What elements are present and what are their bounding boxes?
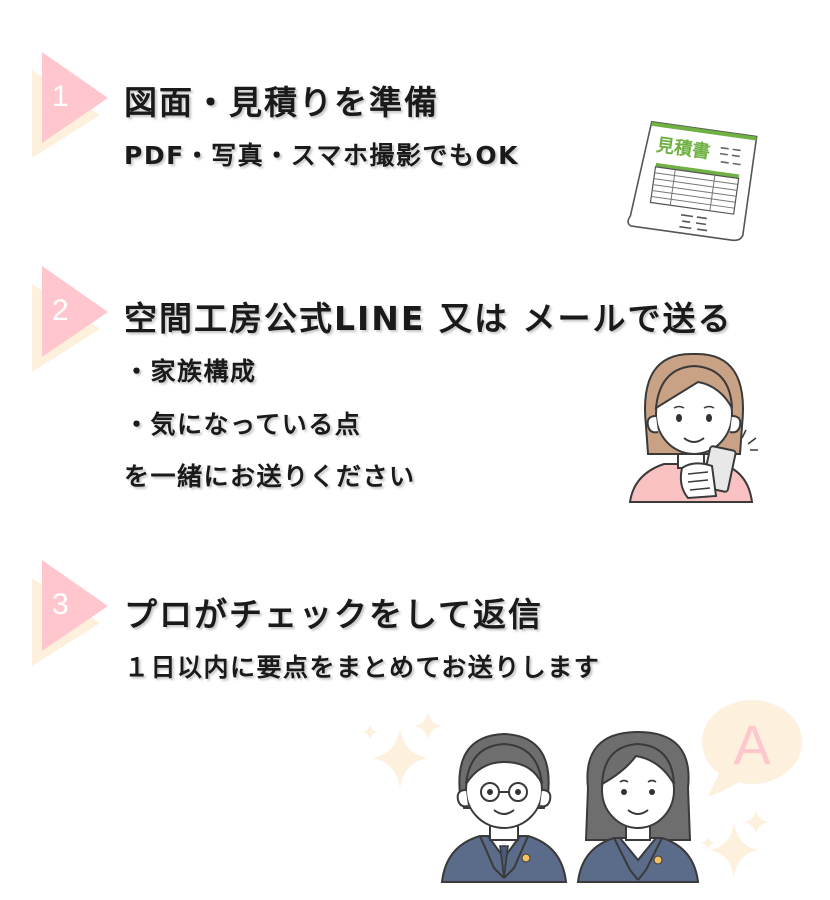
step-1-title: 図面・見積りを準備 <box>124 83 439 122</box>
step-2-line-concerns: ・気になっている点 <box>124 410 362 439</box>
male-professional-icon <box>440 732 568 883</box>
svg-text:A: A <box>733 713 771 776</box>
step-3-title: プロがチェックをして返信 <box>124 595 544 634</box>
step-2-triangle-icon <box>32 266 108 372</box>
answer-bubble-icon: A <box>702 700 802 796</box>
step-3-triangle-icon <box>32 560 108 666</box>
step-2-line-send-together: を一緒にお送りください <box>124 462 416 491</box>
step-1-number: 1 <box>52 80 69 113</box>
step-1-triangle-icon <box>32 52 108 158</box>
estimate-document-icon: 見積書 <box>627 120 758 242</box>
female-professional-icon <box>576 730 700 883</box>
step-2-title: 空間工房公式LINE 又は メールで送る <box>124 299 733 338</box>
step-2-line-family: ・家族構成 <box>124 357 257 386</box>
sparkle-icon <box>362 712 442 788</box>
step-1-description: PDF・写真・スマホ撮影でもOK <box>124 141 520 170</box>
step-3-description: １日以内に要点をまとめてお送りします <box>124 653 601 682</box>
woman-with-smartphone-icon <box>628 352 758 503</box>
step-2-number: 2 <box>52 294 69 327</box>
step-3-number: 3 <box>52 588 69 621</box>
sparkle-icon <box>701 810 768 878</box>
